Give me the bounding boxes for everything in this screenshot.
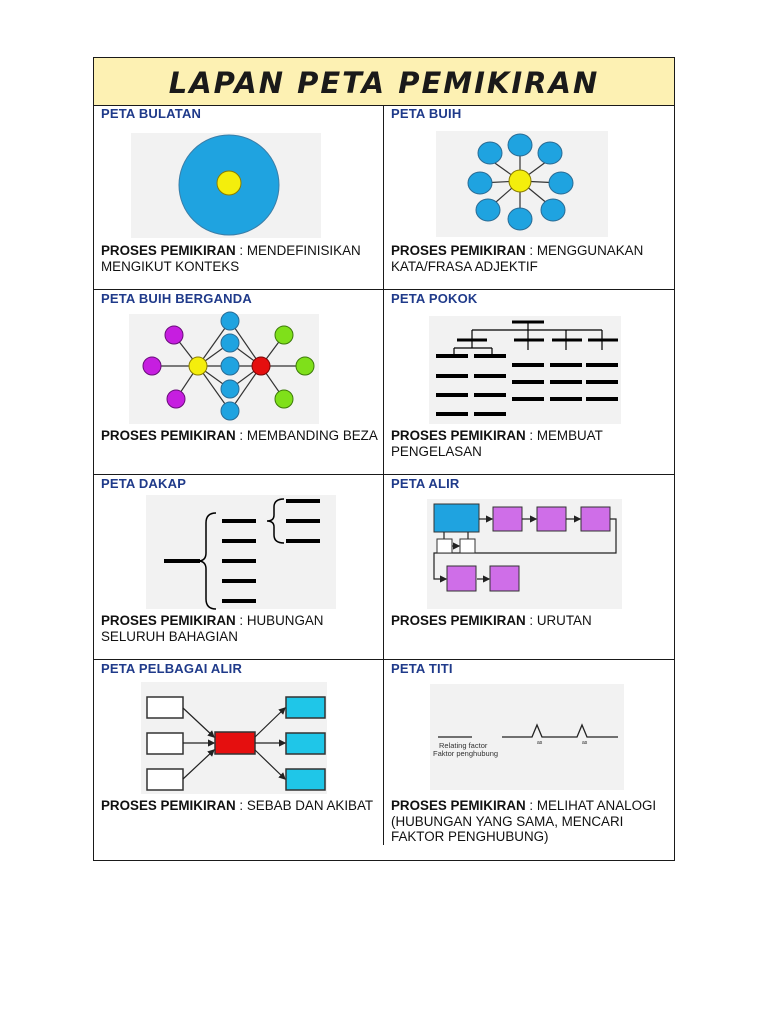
map-name: PETA PELBAGAI ALIR [101, 661, 243, 676]
process-description: HUBUNGAN SELURUH BAHAGIAN [101, 613, 324, 644]
process-text: PROSES PEMIKIRAN : SEBAB DAN AKIBAT [101, 798, 374, 813]
process-description: MEMBUAT PENGELASAN [391, 428, 603, 459]
map-name: PETA TITI [391, 661, 453, 676]
faktor-penghubung-label: Faktor penghubung [433, 749, 498, 758]
process-text: PROSES PEMIKIRAN : MEMBUAT PENGELASAN [391, 428, 603, 459]
brace-map-diagram [146, 495, 336, 610]
card-bridge-map: PETA TITI as as Relating factor Faktor p… [384, 660, 674, 845]
process-label: PROSES PEMIKIRAN [101, 243, 236, 258]
process-description: MELIHAT ANALOGI (HUBUNGAN YANG SAMA, MEN… [391, 798, 657, 844]
flow-map-diagram [427, 499, 622, 609]
map-name: PETA ALIR [391, 476, 460, 491]
tree-map-diagram [429, 316, 621, 424]
process-label: PROSES PEMIKIRAN [391, 428, 526, 443]
card-multi-flow-map: PETA PELBAGAI ALIR [94, 660, 384, 845]
relating-factor-label: Relating factor [439, 741, 488, 750]
process-description: SEBAB DAN AKIBAT [246, 798, 374, 813]
process-label: PROSES PEMIKIRAN [391, 613, 526, 628]
double-bubble-map-diagram [129, 311, 319, 424]
card-flow-map: PETA ALIR [384, 475, 674, 660]
map-name: PETA POKOK [391, 291, 478, 306]
process-text: PROSES PEMIKIRAN : MEMBANDING BEZA [101, 428, 378, 443]
map-name: PETA BUIH BERGANDA [101, 291, 252, 306]
page-title: LAPAN PETA PEMIKIRAN [168, 66, 600, 100]
card-circle-map: PETA BULATAN PROSES PEMIKIRAN : MENDEFIN… [94, 105, 384, 290]
thinking-maps-sheet: LAPAN PETA PEMIKIRAN PETA BULATAN PROSES… [93, 57, 675, 861]
process-description: MENGGUNAKAN KATA/FRASA ADJEKTIF [391, 243, 644, 274]
title-banner: LAPAN PETA PEMIKIRAN [94, 58, 674, 106]
process-text: PROSES PEMIKIRAN : MENGGUNAKAN KATA/FRAS… [391, 243, 644, 274]
bridge-map-diagram: as as Relating factor Faktor penghubung [430, 684, 624, 790]
map-name: PETA BUIH [391, 106, 462, 121]
process-text: PROSES PEMIKIRAN : MENDEFINISIKAN MENGIK… [101, 243, 361, 274]
process-label: PROSES PEMIKIRAN [391, 798, 526, 813]
process-description: MEMBANDING BEZA [246, 428, 378, 443]
diagram-backdrop [429, 316, 621, 424]
process-text: PROSES PEMIKIRAN : HUBUNGAN SELURUH BAHA… [101, 613, 324, 644]
map-name: PETA BULATAN [101, 106, 202, 121]
map-name: PETA DAKAP [101, 476, 187, 491]
bubble-map-diagram [436, 131, 608, 237]
process-description: MENDEFINISIKAN MENGIKUT KONTEKS [101, 243, 361, 274]
process-text: PROSES PEMIKIRAN : MELIHAT ANALOGI (HUBU… [391, 798, 657, 844]
process-description: URUTAN [536, 613, 592, 628]
as-label-1: as [537, 740, 543, 746]
card-bubble-map: PETA BUIH PROSES PEMIKIRAN : MENGGUNAKAN… [384, 105, 674, 290]
card-brace-map: PETA DAKAP PROSES PEMIKIRAN : HUBUNGAN S… [94, 475, 384, 660]
as-label-2: as [582, 740, 588, 746]
card-double-bubble-map: PETA BUIH BERGANDA [94, 290, 384, 475]
circle-map-diagram [131, 133, 321, 238]
process-text: PROSES PEMIKIRAN : URUTAN [391, 613, 592, 628]
card-tree-map: PETA POKOK [384, 290, 674, 475]
process-label: PROSES PEMIKIRAN [101, 428, 236, 443]
multi-flow-map-diagram [141, 682, 327, 794]
process-label: PROSES PEMIKIRAN [101, 613, 236, 628]
diagram-backdrop [146, 495, 336, 609]
process-label: PROSES PEMIKIRAN [101, 798, 236, 813]
inner-circle [216, 170, 242, 196]
process-label: PROSES PEMIKIRAN [391, 243, 526, 258]
